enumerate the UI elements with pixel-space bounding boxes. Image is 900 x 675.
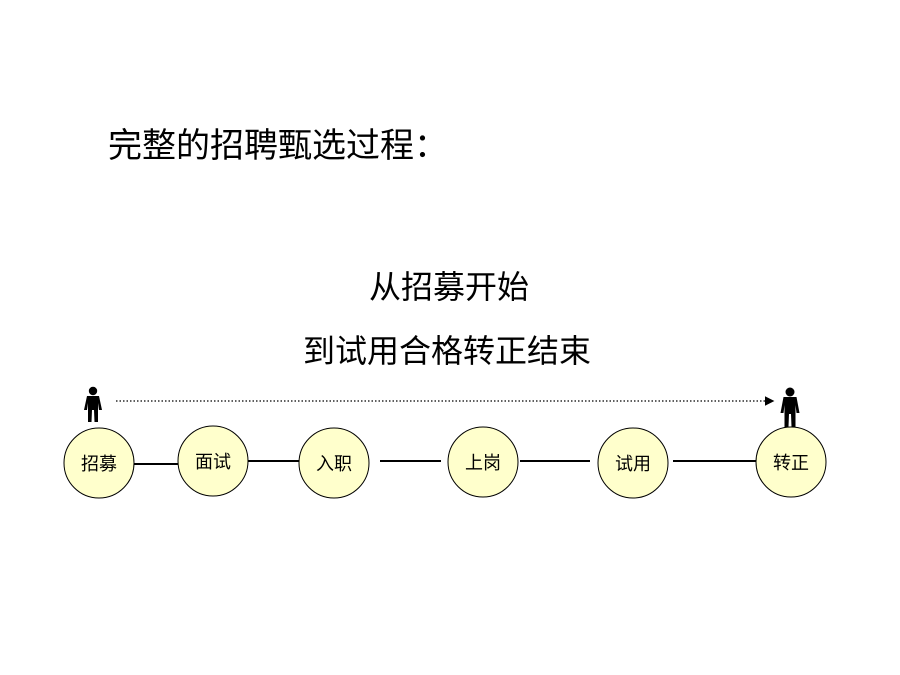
step-node-start-work: 上岗 — [447, 426, 519, 498]
subtitle-line-2: 到试用合格转正结束 — [302, 332, 591, 370]
person-icon — [84, 386, 102, 422]
step-node-regularize: 转正 — [755, 426, 827, 498]
step-label-probation: 试用 — [615, 454, 651, 475]
step-node-recruit: 招募 — [63, 427, 135, 499]
step-circle — [177, 425, 249, 497]
step-node-interview: 面试 — [177, 425, 249, 497]
step-node-probation: 试用 — [597, 427, 669, 499]
step-label-interview: 面试 — [195, 452, 231, 473]
step-label-recruit: 招募 — [81, 454, 117, 475]
step-label-start-work: 上岗 — [465, 453, 501, 474]
step-label-regularize: 转正 — [773, 453, 809, 474]
step-circle — [63, 427, 135, 499]
step-circle — [298, 427, 370, 499]
step-connectors — [128, 460, 757, 465]
subtitle-line-1: 从招募开始 — [368, 268, 529, 306]
step-circle — [755, 426, 827, 498]
person-icon — [780, 387, 800, 434]
step-circle — [597, 427, 669, 499]
step-node-onboard: 入职 — [298, 427, 370, 499]
slide-title: 完整的招聘甄选过程： — [108, 126, 448, 166]
step-label-onboard: 入职 — [316, 454, 352, 475]
step-circle — [447, 426, 519, 498]
